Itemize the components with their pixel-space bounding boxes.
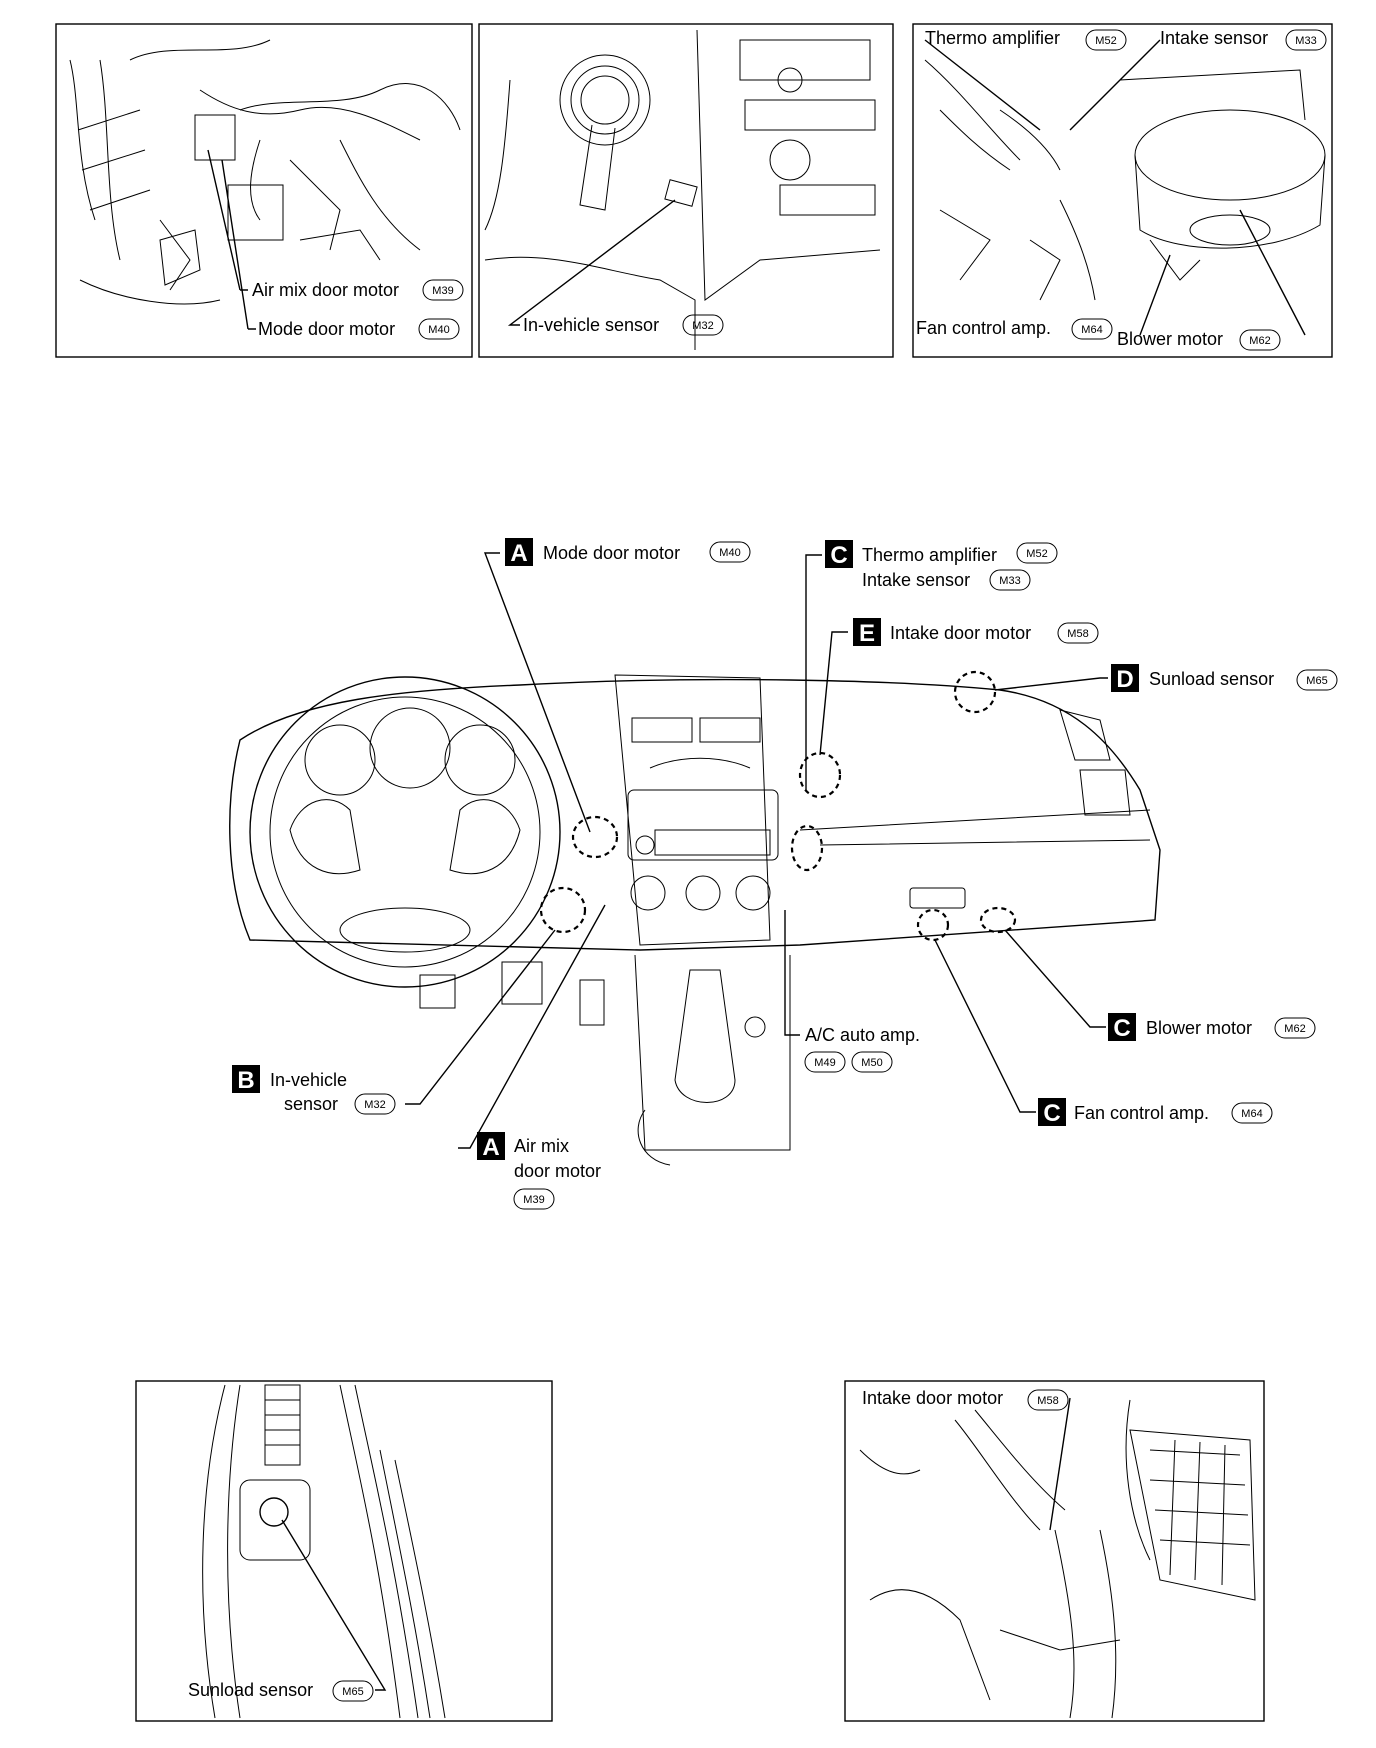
- callout-ref: M62: [1284, 1023, 1305, 1035]
- callout-ref: M40: [719, 547, 740, 559]
- callout-ref: M64: [1241, 1108, 1262, 1120]
- callout-letter: B: [237, 1067, 254, 1094]
- dashboard-illustration: [229, 670, 1161, 1166]
- blower-motor-label: Blower motor: [1117, 329, 1223, 349]
- callout-letter: C: [1113, 1015, 1130, 1042]
- callout-ref-1: M52: [1026, 548, 1047, 560]
- callout-ref-2: M50: [861, 1057, 882, 1069]
- callout-letter: C: [830, 542, 847, 569]
- intake-sensor-label: Intake sensor: [1160, 28, 1268, 48]
- callout-label-1: In-vehicle: [270, 1070, 347, 1090]
- callout-label-1: Thermo amplifier: [862, 545, 997, 565]
- callout-b-in-vehicle-sensor: B In-vehicle sensor M32: [232, 929, 556, 1115]
- callout-c-blower-motor: C Blower motor M62: [1004, 929, 1316, 1042]
- callout-a-mode-door-motor: A Mode door motor M40: [483, 538, 751, 833]
- callout-label: A/C auto amp.: [805, 1025, 920, 1045]
- callout-letter: C: [1043, 1100, 1060, 1127]
- callout-ac-auto-amp: A/C auto amp. M49 M50: [784, 910, 920, 1073]
- in-vehicle-sensor-label: In-vehicle sensor: [523, 315, 659, 335]
- callout-label-2: door motor: [514, 1161, 601, 1181]
- callout-ref-2: M33: [999, 575, 1020, 587]
- callout-label: Intake door motor: [890, 623, 1031, 643]
- callout-d-sunload-sensor: D Sunload sensor M65: [994, 664, 1338, 693]
- top-panel-thermo-fan-blower: Thermo amplifier M52 Intake sensor M33 F…: [912, 23, 1333, 358]
- callout-a-air-mix-door-motor: A Air mix door motor M39: [458, 904, 606, 1210]
- callout-ref-1: M49: [814, 1057, 835, 1069]
- blower-motor-ref: M62: [1249, 335, 1270, 347]
- callout-label-1: Air mix: [514, 1136, 569, 1156]
- air-mix-door-motor-label: Air mix door motor: [252, 280, 399, 300]
- fan-control-amp-label: Fan control amp.: [916, 318, 1051, 338]
- intake-door-motor-ref: M58: [1037, 1395, 1058, 1407]
- top-panel-in-vehicle-sensor: In-vehicle sensor M32: [478, 23, 894, 358]
- mode-door-motor-label: Mode door motor: [258, 319, 395, 339]
- air-mix-door-motor-ref: M39: [432, 285, 453, 297]
- callout-label-2: Intake sensor: [862, 570, 970, 590]
- callout-c-fan-control-amp: C Fan control amp. M64: [934, 939, 1273, 1127]
- mode-door-motor-ref: M40: [428, 324, 449, 336]
- callout-letter: D: [1116, 666, 1133, 693]
- callout-label: Sunload sensor: [1149, 669, 1274, 689]
- callout-label: Blower motor: [1146, 1018, 1252, 1038]
- sunload-sensor-ref: M65: [342, 1686, 363, 1698]
- callout-ref: M32: [364, 1099, 385, 1111]
- thermo-amplifier-label: Thermo amplifier: [925, 28, 1060, 48]
- callout-letter: A: [482, 1134, 499, 1161]
- callout-ref: M65: [1306, 675, 1327, 687]
- callout-e-intake-door-motor: E Intake door motor M58: [819, 618, 1099, 756]
- callout-c-thermo-intake: C Thermo amplifier M52 Intake sensor M33: [805, 540, 1058, 790]
- bottom-panel-intake-door-motor: Intake door motor M58: [844, 1380, 1265, 1722]
- sunload-sensor-label: Sunload sensor: [188, 1680, 313, 1700]
- callout-label: Mode door motor: [543, 543, 680, 563]
- bottom-panel-sunload-sensor: Sunload sensor M65: [135, 1380, 553, 1722]
- thermo-amplifier-ref: M52: [1095, 35, 1116, 47]
- callout-ref: M58: [1067, 628, 1088, 640]
- in-vehicle-sensor-ref: M32: [692, 320, 713, 332]
- fan-control-amp-ref: M64: [1081, 324, 1102, 336]
- callout-ref: M39: [523, 1194, 544, 1206]
- callout-letter: A: [510, 540, 527, 567]
- top-panel-air-mix-mode-door: Air mix door motor M39 Mode door motor M…: [55, 23, 473, 358]
- intake-door-motor-label: Intake door motor: [862, 1388, 1003, 1408]
- callout-label: Fan control amp.: [1074, 1103, 1209, 1123]
- callout-letter: E: [859, 620, 875, 647]
- callout-label-2: sensor: [284, 1094, 338, 1114]
- intake-sensor-ref: M33: [1295, 35, 1316, 47]
